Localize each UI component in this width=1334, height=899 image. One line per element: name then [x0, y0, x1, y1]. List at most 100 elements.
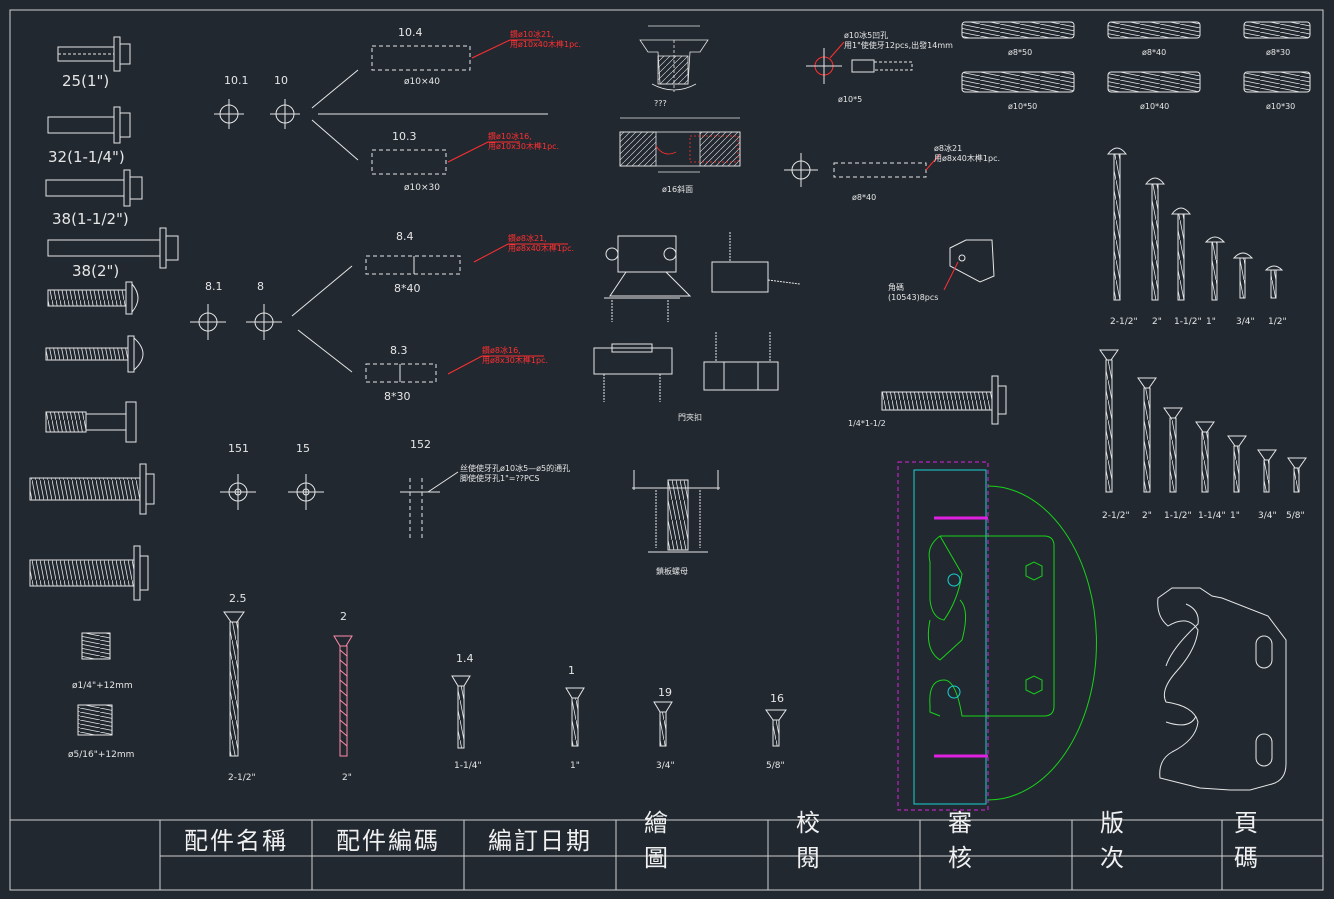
hole-151 [220, 474, 256, 510]
hole-152-note1: 丝使使牙孔ø10冰5—ø5的通孔 [460, 463, 570, 473]
title-block-drawn: 繪圖 [616, 809, 768, 872]
bolt-threaded-5 [29, 545, 149, 601]
lock-bracket [632, 470, 720, 553]
screw-bottom-size-6: 5/8" [766, 761, 785, 771]
bolt-38a [45, 169, 143, 207]
screws-right-top [1106, 147, 1284, 301]
bolt-38b [47, 227, 179, 269]
dowel-note-8-3-b: 用ø8x30木榫1pc. [482, 355, 548, 365]
title-block-version: 版次 [1072, 809, 1222, 872]
screw-bottom-code-5: 19 [658, 686, 672, 699]
screws-bottom [223, 611, 787, 757]
screw-rb-label-7: 5/8" [1286, 511, 1305, 521]
dowel-hole-top-label: ø10*5 [838, 95, 862, 104]
hole-label-15: 15 [296, 442, 310, 455]
insert-label-2: ø5/16"+12mm [68, 750, 134, 760]
screw-rt-label-3: 1-1/2" [1174, 317, 1202, 327]
fluted-dowel-label-3: ø8*30 [1266, 48, 1290, 57]
bolt-label-2: 32(1-1/4") [48, 148, 125, 166]
dowel-hole-mid-size: ø8*40 [852, 193, 876, 202]
fluted-dowel-label-6: ø10*30 [1266, 102, 1295, 111]
insert-1 [81, 632, 111, 660]
screw-rt-label-2: 2" [1152, 317, 1162, 327]
dowel-note-10-3-a: 鑽ø10冰16, [488, 131, 532, 141]
screw-bottom-code-1: 2.5 [229, 592, 247, 605]
hole-label-10: 10 [274, 74, 288, 87]
dowel-hole-note2: 用1"使使牙12pcs,出發14mm [844, 40, 953, 50]
screw-rt-label-6: 1/2" [1268, 317, 1287, 327]
screw-bottom-code-6: 16 [770, 692, 784, 705]
bolt-threaded-2 [45, 335, 144, 373]
hole-15 [288, 474, 324, 510]
hinge-label: 門夾扣 [678, 412, 702, 422]
bolt-32 [47, 106, 131, 144]
bed-rail-bracket-colored [897, 461, 1097, 811]
bracket-label: 鎖板螺母 [656, 566, 688, 576]
dowel-note-10-3-b: 用ø10x30木榫1pc. [488, 141, 559, 151]
dowel-hole-note1: ø10冰5凹孔 [844, 30, 888, 40]
corner-bracket [943, 239, 995, 291]
profile-label-2: ø16斜面 [662, 184, 693, 194]
dowel-8-4 [365, 255, 461, 275]
dowel-code-10-4: 10.4 [398, 26, 423, 39]
title-block-revision-date: 編訂日期 [464, 820, 616, 856]
title-block-part-code: 配件編碼 [312, 820, 464, 856]
screw-rb-label-4: 1-1/4" [1198, 511, 1226, 521]
title-block-dividers [159, 820, 1223, 890]
screw-bottom-size-5: 3/4" [656, 761, 675, 771]
fluted-dowel-label-2: ø8*40 [1142, 48, 1166, 57]
dowel-note-8-4-b: 用ø8x40木榫1pc. [508, 243, 574, 253]
dowel-size-10-3: ø10×30 [404, 183, 440, 193]
dowel-size-8-4: 8*40 [394, 282, 421, 295]
title-block-approved: 審核 [920, 809, 1072, 872]
long-bolt [881, 375, 1007, 425]
title-block-label: 編訂日期 [488, 826, 592, 855]
profile-detail-2 [619, 117, 741, 173]
title-block-label: 版次 [1100, 809, 1174, 872]
screw-bottom-code-2: 2 [340, 610, 347, 623]
bolt-25 [57, 36, 131, 72]
screw-rb-label-3: 1-1/2" [1164, 511, 1192, 521]
screws-right-bottom [1099, 349, 1307, 493]
dowel-hole-mid-note1: ø8冰21 [934, 143, 962, 153]
fluted-dowel-label-4: ø10*50 [1008, 102, 1037, 111]
dowel-code-10-3: 10.3 [392, 130, 417, 143]
screw-bottom-code-4: 1 [568, 664, 575, 677]
hole-152-note2: 脚使使牙孔1"=??PCS [460, 473, 539, 483]
insert-label-1: ø1/4"+12mm [72, 681, 133, 691]
dowel-parts [365, 45, 471, 383]
hole-symbols [190, 69, 548, 540]
profile-detail-1 [639, 25, 709, 92]
hole-label-151: 151 [228, 442, 249, 455]
corner-note2: (10543)8pcs [888, 293, 938, 302]
fluted-dowel-label-1: ø8*50 [1008, 48, 1032, 57]
insert-2 [77, 704, 113, 736]
title-block-label: 頁碼 [1234, 809, 1280, 872]
hinge-drawing [593, 232, 801, 402]
dowel-hole-mid-note2: 用ø8x40木榫1pc. [934, 153, 1000, 163]
title-block-checked: 校閱 [768, 809, 920, 872]
screw-bottom-size-4: 1" [570, 761, 580, 771]
bolt-label-3: 38(1-1/2") [52, 210, 129, 228]
dowel-code-8-4: 8.4 [396, 230, 414, 243]
screw-rb-label-1: 2-1/2" [1102, 511, 1130, 521]
bolt-threaded-3 [45, 401, 137, 443]
dowel-note-8-4-a: 鑽ø8冰21, [508, 233, 547, 243]
bolt-group [29, 36, 179, 736]
dowel-size-8-3: 8*30 [384, 390, 411, 403]
dowel-code-8-3: 8.3 [390, 344, 408, 357]
long-bolt-label: 1/4*1-1/2 [848, 419, 886, 428]
fluted-dowels [961, 21, 1311, 93]
screw-bottom-code-3: 1.4 [456, 652, 474, 665]
hole-10-1 [214, 99, 244, 129]
screw-bottom-highlight [333, 635, 353, 757]
title-block-label: 校閱 [796, 809, 870, 872]
title-block-label: 配件名稱 [184, 826, 288, 855]
drawing-frame [9, 9, 1324, 891]
fluted-dowel-label-5: ø10*40 [1140, 102, 1169, 111]
screw-rb-label-2: 2" [1142, 511, 1152, 521]
screw-rb-label-5: 1" [1230, 511, 1240, 521]
hole-label-8: 8 [257, 280, 264, 293]
hole-label-8-1: 8.1 [205, 280, 223, 293]
